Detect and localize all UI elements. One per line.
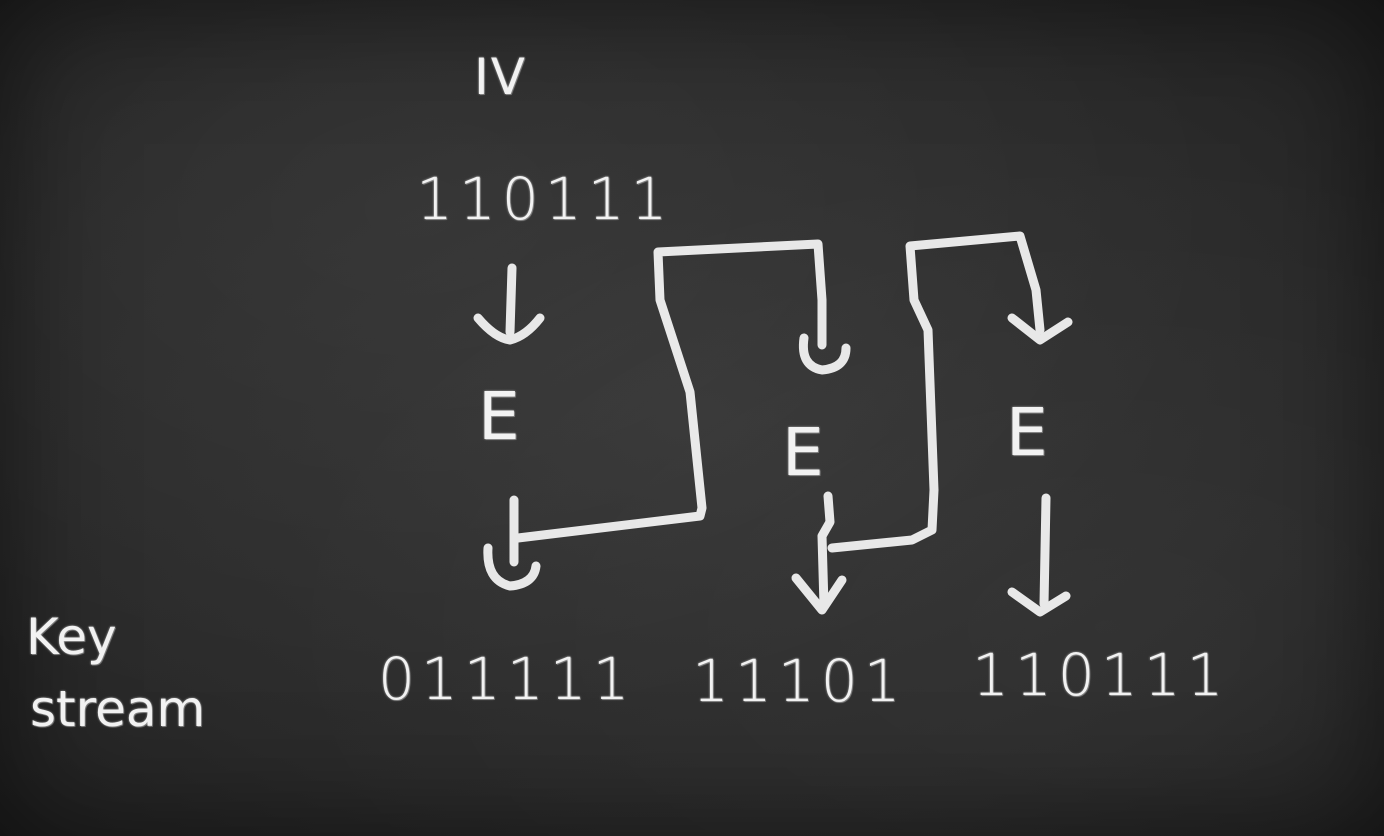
output-bits-3: 110111 bbox=[972, 641, 1230, 709]
arrow-into-e3 bbox=[1007, 313, 1073, 345]
encrypt-block-3: E bbox=[1006, 394, 1048, 471]
keystream-label-line1: Key bbox=[26, 608, 117, 666]
encrypt-block-1: E bbox=[478, 378, 520, 455]
output-bits-1: 011111 bbox=[378, 645, 636, 713]
iv-label: IV bbox=[474, 48, 527, 106]
iv-bits: 110111 bbox=[416, 165, 674, 233]
arrow-into-e2 bbox=[798, 333, 851, 375]
keystream-label-line2: stream bbox=[30, 680, 206, 738]
encrypt-block-2: E bbox=[782, 414, 824, 491]
output-bits-2: 11101 bbox=[692, 647, 907, 715]
feedback-line-1 bbox=[513, 239, 827, 543]
arrow-e3-to-output bbox=[1007, 493, 1071, 617]
feedback-line-2 bbox=[827, 231, 1045, 553]
arrow-iv-to-e1 bbox=[473, 263, 545, 345]
arrow-e2-to-output bbox=[791, 491, 847, 615]
arrow-e1-to-output bbox=[483, 495, 541, 591]
